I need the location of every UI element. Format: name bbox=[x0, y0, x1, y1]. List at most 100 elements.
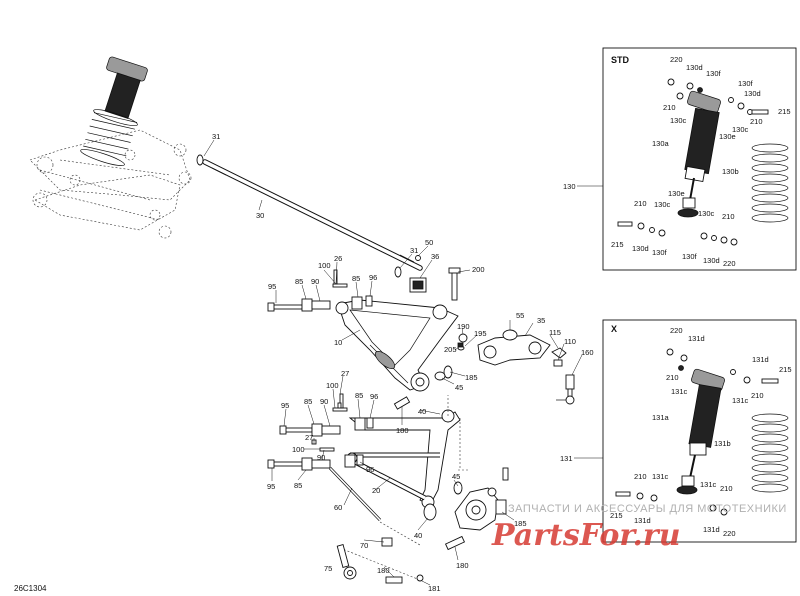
std-callout-130c: 130c bbox=[698, 209, 715, 218]
sleeve-90-low bbox=[311, 459, 331, 469]
std-callout-130f: 130f bbox=[706, 69, 722, 78]
x-callout-215: 215 bbox=[779, 365, 792, 374]
std-callout-130e: 130e bbox=[668, 189, 685, 198]
x-callout-131c: 131c bbox=[671, 387, 688, 396]
callout-40: 40 bbox=[414, 531, 422, 540]
x-callout-220: 220 bbox=[723, 529, 736, 538]
std-callout-130a: 130a bbox=[652, 139, 670, 148]
std-ref-130: 130 bbox=[563, 182, 576, 191]
callout-200: 200 bbox=[472, 265, 485, 274]
grease-100-top bbox=[332, 283, 348, 288]
grease-100-mid bbox=[332, 407, 348, 412]
std-callout-130f: 130f bbox=[652, 248, 668, 257]
x-callout-210: 210 bbox=[751, 391, 764, 400]
callout-31: 31 bbox=[212, 132, 220, 141]
callout-45: 45 bbox=[455, 383, 463, 392]
trailing-arm-10 bbox=[335, 299, 459, 392]
watermark-tagline: ЗАПЧАСТИ И АКСЕССУАРЫ ДЛЯ МОТОТЕХНИКИ bbox=[508, 503, 787, 515]
x-callout-220: 220 bbox=[670, 326, 683, 335]
vehicle-frame-overview bbox=[29, 56, 192, 239]
nut-115 bbox=[551, 347, 567, 359]
bushing-85-low-right bbox=[344, 454, 356, 468]
std-shock-box: STD bbox=[602, 47, 797, 271]
shaft-30 bbox=[202, 159, 423, 271]
std-callout-130f: 130f bbox=[738, 79, 754, 88]
bushing-85-top-right bbox=[351, 296, 363, 310]
std-callout-130c: 130c bbox=[654, 200, 671, 209]
pivot-bolt-95-top bbox=[267, 302, 303, 312]
x-callout-131d: 131d bbox=[703, 525, 720, 534]
bolt-180-mid bbox=[393, 396, 411, 410]
x-callout-131c: 131c bbox=[732, 396, 749, 405]
x-callout-131c: 131c bbox=[700, 480, 717, 489]
callout-100: 100 bbox=[318, 261, 331, 270]
callout-30: 30 bbox=[256, 211, 264, 220]
nut-96-top bbox=[365, 295, 373, 307]
callout-180: 180 bbox=[456, 561, 469, 570]
tie-rod-end-160 bbox=[556, 374, 575, 405]
hub-knuckle bbox=[454, 487, 499, 531]
std-callout-215: 215 bbox=[778, 107, 791, 116]
circlip-31-bottom bbox=[394, 266, 402, 278]
diagram-code: 26C1304 bbox=[14, 584, 47, 593]
upper-a-arm-40 bbox=[348, 409, 461, 509]
callout-96: 96 bbox=[366, 465, 374, 474]
tie-rod-60 bbox=[328, 466, 382, 522]
callout-10: 10 bbox=[334, 338, 342, 347]
x-callout-131a: 131a bbox=[652, 413, 670, 422]
callout-75: 75 bbox=[324, 564, 332, 573]
callout-85: 85 bbox=[294, 481, 302, 490]
washer-190 bbox=[458, 333, 468, 343]
grease-100-low bbox=[319, 447, 335, 452]
callout-96: 96 bbox=[369, 273, 377, 282]
x-shock-box: X bbox=[602, 319, 797, 543]
std-callout-130d: 130d bbox=[744, 89, 761, 98]
fitting-27-mid bbox=[337, 402, 342, 409]
x-ref-131: 131 bbox=[560, 454, 573, 463]
std-callout-220: 220 bbox=[723, 259, 736, 268]
std-callout-130c: 130c bbox=[732, 125, 749, 134]
callout-45: 45 bbox=[452, 472, 460, 481]
watermark-brand: PartsFor.ru bbox=[491, 518, 681, 553]
callout-181: 181 bbox=[428, 584, 441, 593]
nut-181 bbox=[416, 574, 424, 582]
callout-85: 85 bbox=[355, 391, 363, 400]
std-callout-215: 215 bbox=[611, 240, 624, 249]
callout-190: 190 bbox=[457, 322, 470, 331]
circlip-31-top bbox=[196, 154, 204, 166]
callout-180: 180 bbox=[396, 426, 409, 435]
ring-45-low bbox=[453, 481, 463, 495]
tie-rod-end-75 bbox=[336, 544, 357, 580]
callout-70: 70 bbox=[360, 541, 368, 550]
x-callout-210: 210 bbox=[666, 373, 679, 382]
sleeve-90-top bbox=[311, 300, 331, 310]
callout-90: 90 bbox=[311, 277, 319, 286]
nut-96-mid bbox=[366, 417, 374, 429]
callout-85: 85 bbox=[352, 274, 360, 283]
callout-20: 20 bbox=[372, 486, 380, 495]
bushing-85-low-left bbox=[301, 457, 313, 471]
callout-31: 31 bbox=[410, 246, 418, 255]
bushing-185-low bbox=[495, 499, 507, 515]
callout-96: 96 bbox=[370, 392, 378, 401]
x-callout-131d: 131d bbox=[688, 334, 705, 343]
x-callout-131c: 131c bbox=[652, 472, 669, 481]
std-callout-130b: 130b bbox=[722, 167, 739, 176]
callout-195: 195 bbox=[474, 329, 487, 338]
std-callout-130e: 130e bbox=[719, 132, 736, 141]
callout-90: 90 bbox=[320, 397, 328, 406]
nut-205 bbox=[457, 342, 464, 348]
callout-27: 27 bbox=[305, 433, 313, 442]
guide-lines-mid bbox=[447, 395, 470, 471]
callout-35: 35 bbox=[537, 316, 545, 325]
callout-27: 27 bbox=[341, 369, 349, 378]
callout-60: 60 bbox=[334, 503, 342, 512]
std-callout-220: 220 bbox=[670, 55, 683, 64]
x-callout-131d: 131d bbox=[634, 516, 651, 525]
callout-85: 85 bbox=[304, 397, 312, 406]
callout-100: 100 bbox=[292, 445, 305, 454]
callout-95: 95 bbox=[268, 282, 276, 291]
pivot-bolt-95-low bbox=[267, 459, 303, 469]
